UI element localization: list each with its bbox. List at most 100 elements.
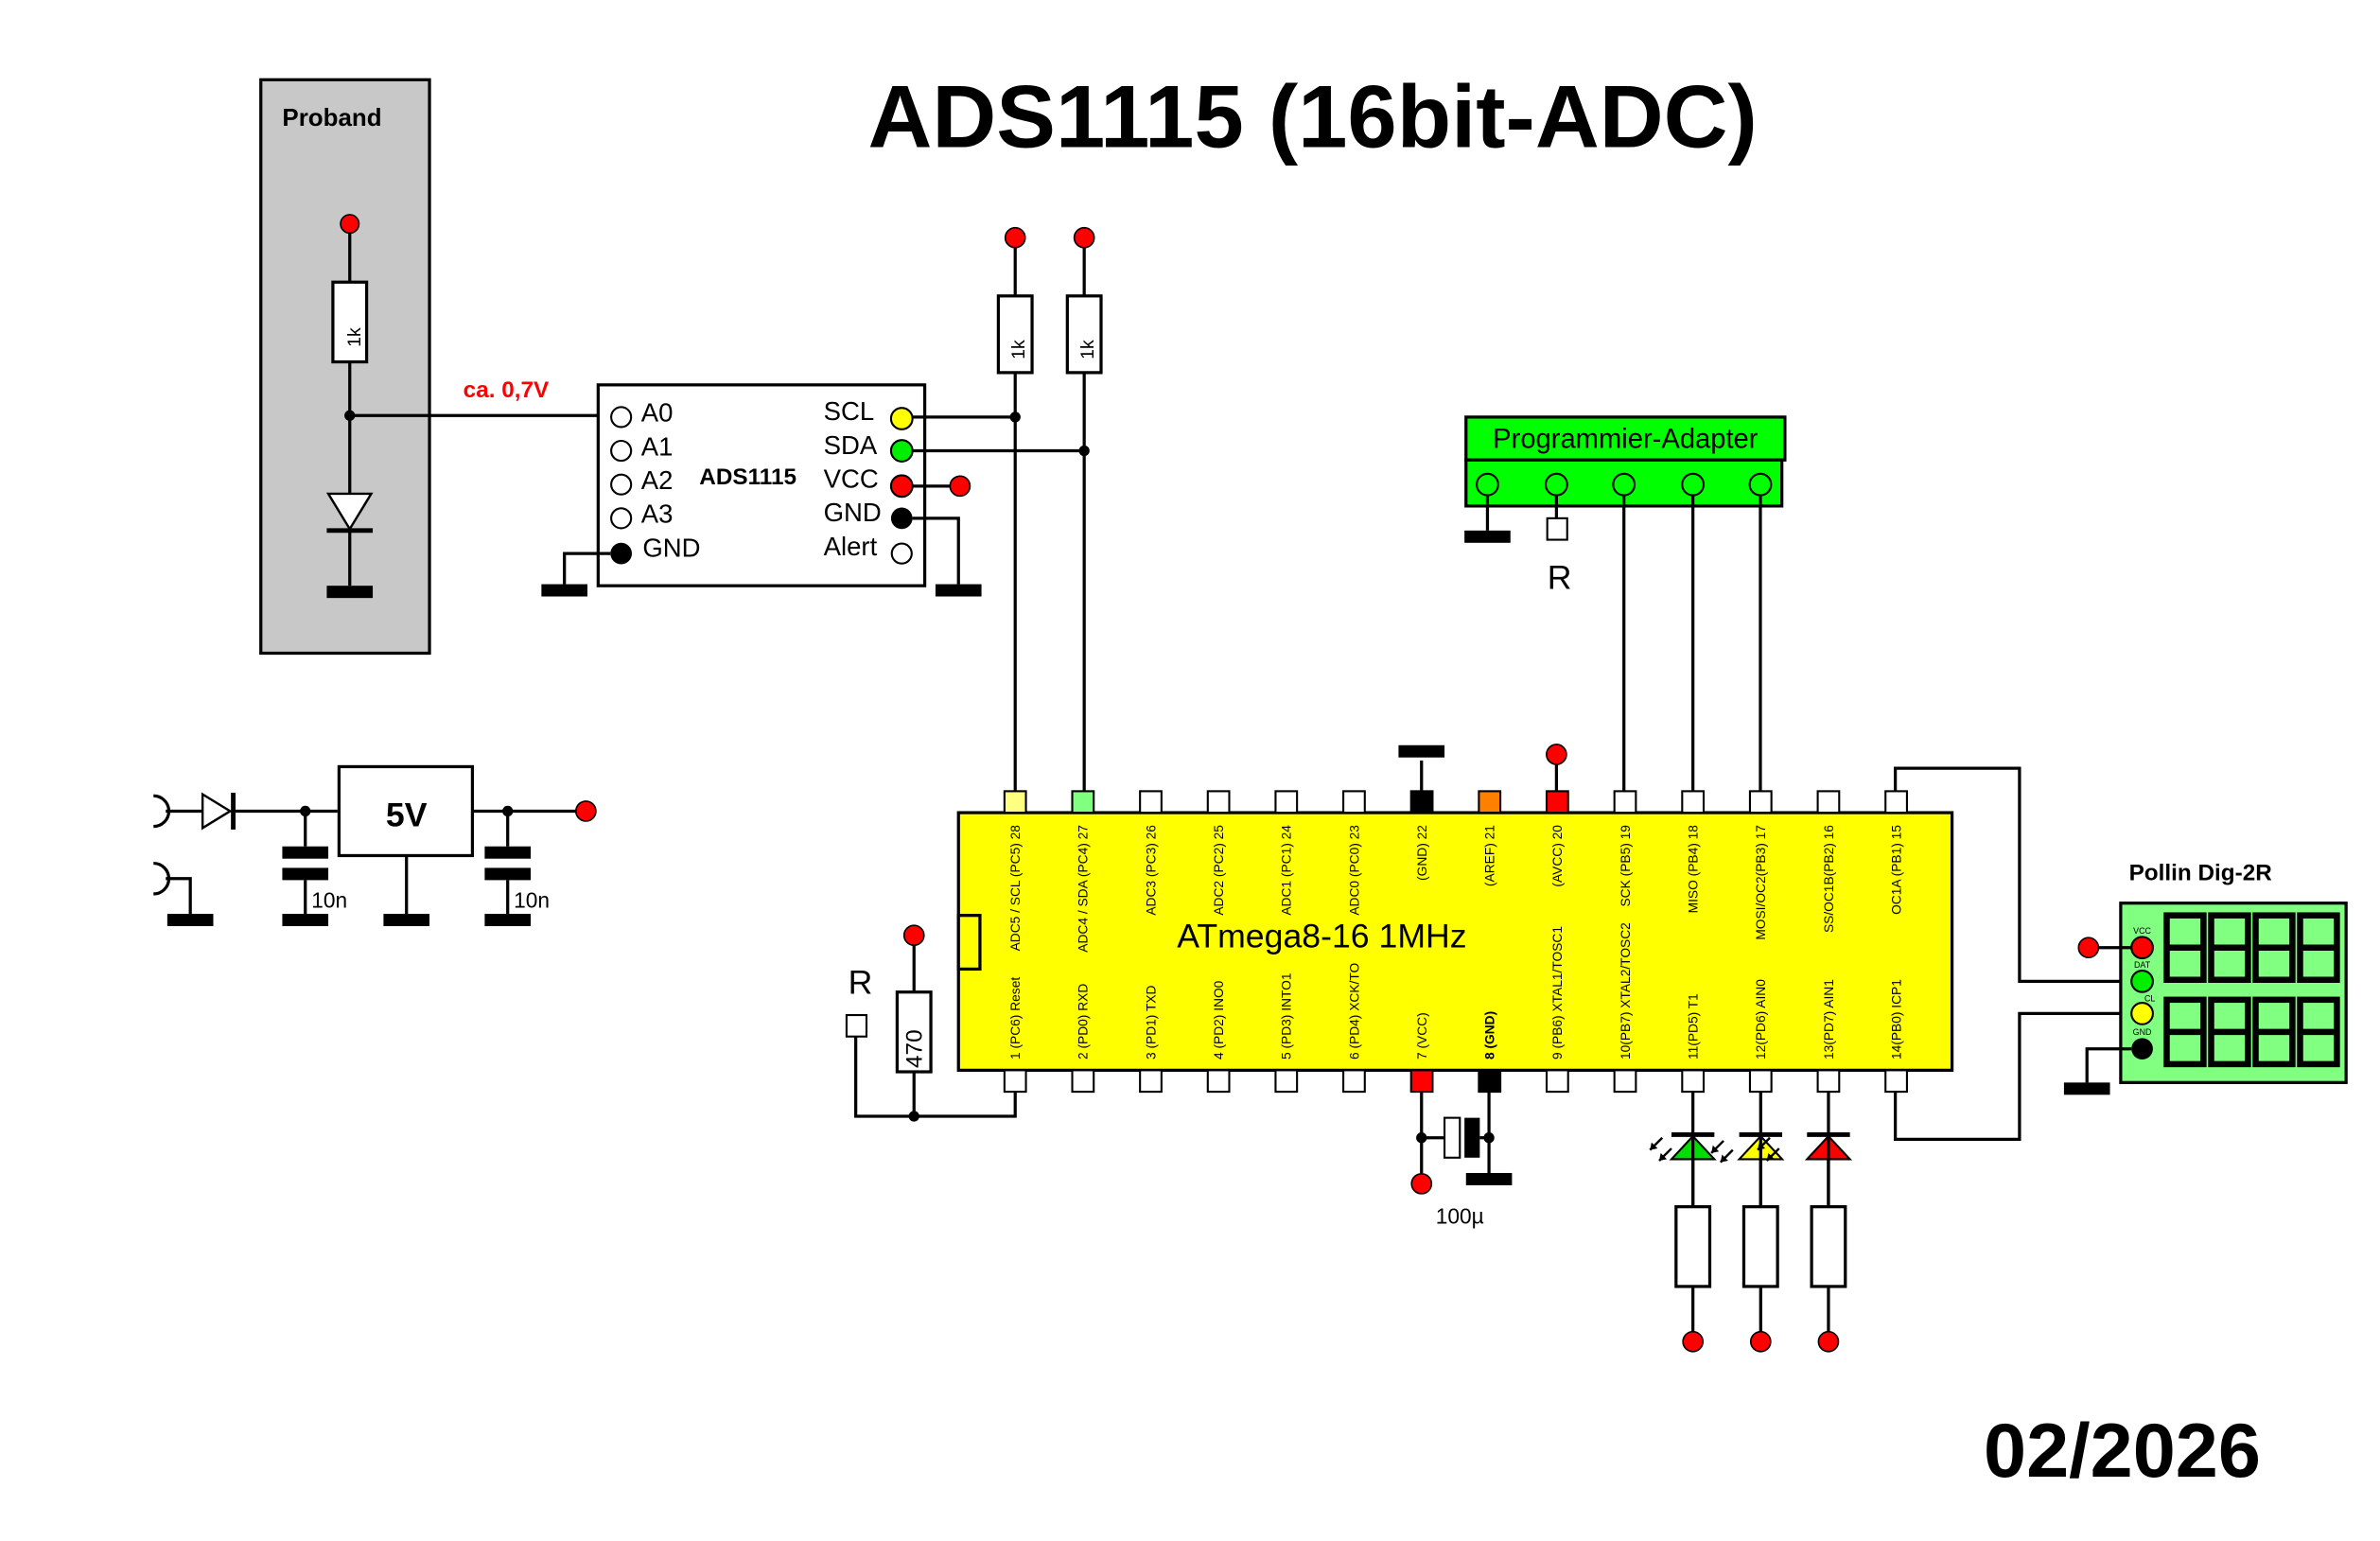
mcu-pin-bottom (1748, 1069, 1773, 1094)
mcu-pin-bottom (1681, 1069, 1706, 1094)
mcu-pin-label: 10(PB7) XTAL2/TOSC2 (1619, 922, 1633, 1059)
pin-a2 (610, 473, 633, 496)
mcu-pin-label: MISO (PB4) 18 (1687, 825, 1701, 914)
ground-icon (935, 584, 982, 597)
reset-label: R (849, 963, 873, 1001)
mcu-pin-label: SCK (PB5) 19 (1619, 825, 1633, 906)
pin-label: A2 (641, 465, 674, 495)
resistor (1810, 1205, 1847, 1288)
resistor (996, 294, 1034, 375)
pin-label: SCL (824, 396, 875, 426)
pin-label: A0 (641, 398, 674, 428)
capacitor-value: 10n (311, 888, 347, 913)
seven-segment-digit (2163, 912, 2207, 983)
ground-icon (326, 586, 374, 599)
mcu-pin-top (1274, 790, 1299, 814)
vcc-terminal (1546, 744, 1567, 765)
ground-icon (484, 914, 532, 927)
resistor-value: 1k (344, 327, 365, 347)
pin-scl (889, 407, 914, 430)
ads1115-label: ADS1115 (699, 464, 796, 490)
mcu-pin-label: 8 (GND) (1483, 1011, 1497, 1059)
programmer-label: Programmier-Adapter (1493, 424, 1759, 454)
vcc-terminal (340, 214, 360, 235)
ground-icon (1465, 1172, 1513, 1185)
decoupling-capacitor: 100µ (1410, 1092, 1513, 1228)
mcu-pin-top (1545, 790, 1569, 814)
pullup-scl: 1k (996, 226, 1034, 792)
ground-icon (541, 584, 587, 597)
resistor (1065, 294, 1103, 375)
resistor-value: 1k (1008, 340, 1029, 359)
mcu-pin-label: ADC4 / SDA (PC4) 27 (1076, 825, 1091, 953)
pin-label: DAT (2134, 960, 2151, 970)
mcu-pin-label: SS/OC1B(PB2) 16 (1822, 825, 1836, 933)
reset-circuit: 470 R (845, 924, 1017, 1122)
vcc-terminal (949, 475, 971, 498)
power-supply: 10n 5V 10n (153, 764, 597, 927)
seven-segment-digit (2252, 996, 2296, 1068)
mcu-pin-bottom (1003, 1069, 1027, 1094)
mcu-pin-label: 11(PD5) T1 (1687, 993, 1701, 1059)
mcu-pin-bottom (1071, 1069, 1095, 1094)
vcc-terminal (1410, 1172, 1433, 1195)
display-pin-cl (2130, 1002, 2154, 1025)
mcu-pin-bottom (1342, 1069, 1366, 1094)
seven-segment-digit (2208, 912, 2251, 983)
display-label: Pollin Dig-2R (2129, 860, 2273, 885)
mcu-pin-label: 13(PD7) AIN1 (1822, 979, 1836, 1059)
led-bank (1649, 1092, 1853, 1353)
ground-icon (2063, 1082, 2110, 1095)
adapter-pin (1681, 472, 1706, 497)
display-pin-dat (2130, 969, 2154, 993)
mcu-pin-label: (AVCC) 20 (1550, 825, 1565, 887)
proband-block: Proband 1k (259, 78, 431, 656)
pin-sda (889, 439, 914, 463)
adapter-pin (1748, 472, 1773, 497)
vcc-terminal (575, 800, 597, 822)
proband-label: Proband (282, 105, 381, 131)
chip-label: ATmega8-16 1MHz (1177, 918, 1466, 955)
seven-segment-digit (2252, 912, 2296, 983)
pin-gnd-right (890, 507, 913, 530)
pin-label: VCC (824, 464, 879, 493)
junction-dot (908, 1111, 919, 1122)
ground-icon (282, 914, 329, 927)
mcu-pin-top (1206, 790, 1231, 814)
mcu-pin-label: MOSI/OC2(PB3) 17 (1754, 825, 1768, 940)
mcu-pin-bottom (1613, 1069, 1637, 1094)
diode-icon (325, 492, 374, 532)
adapter-pin (1476, 472, 1499, 497)
led-green (1649, 1092, 1734, 1353)
resistor-value: 470 (901, 1029, 927, 1068)
mcu-pin-label: ADC0 (PC0) 23 (1347, 825, 1361, 916)
mcu-pin-bottom (1409, 1069, 1434, 1094)
chip-notch (956, 914, 982, 972)
pin-a0 (610, 406, 633, 429)
mcu-pin-top (1409, 790, 1434, 814)
pullup-sda: 1k (1065, 226, 1103, 792)
pin-label: VCC (2133, 926, 2151, 936)
pin-label: GND (642, 533, 700, 562)
vcc-terminal (1682, 1330, 1704, 1353)
ground-icon (166, 914, 214, 927)
mcu-pin-top (1681, 790, 1706, 814)
pin-a1 (610, 439, 633, 463)
display-pin-gnd (2131, 1038, 2153, 1060)
ads1115-module: ADS1115 A0 A1 A2 A3 GND SCL SDA VCC GND … (596, 383, 927, 587)
reset-connector (845, 1013, 868, 1038)
mcu-pin-label: 14(PB0) ICP1 (1889, 979, 1903, 1059)
mcu-pin-label: ADC3 (PC3) 26 (1144, 825, 1158, 916)
date-label: 02/2026 (1984, 1409, 2261, 1494)
mcu-pin-bottom (1545, 1069, 1569, 1094)
vcc-terminal (1004, 226, 1026, 249)
mcu-pin-top (1816, 790, 1841, 814)
resistor (331, 280, 369, 364)
pollin-display: Pollin Dig-2R VCC DAT CL GND (2063, 860, 2348, 1095)
seven-segment-digit (2297, 912, 2340, 983)
mcu-pin-label: 6 (PD4) XCK/TO (1347, 962, 1361, 1059)
pin-alert (890, 542, 913, 565)
mcu-pin-label: 4 (PD2) INO0 (1212, 980, 1226, 1059)
display-pin-vcc (2130, 936, 2154, 960)
